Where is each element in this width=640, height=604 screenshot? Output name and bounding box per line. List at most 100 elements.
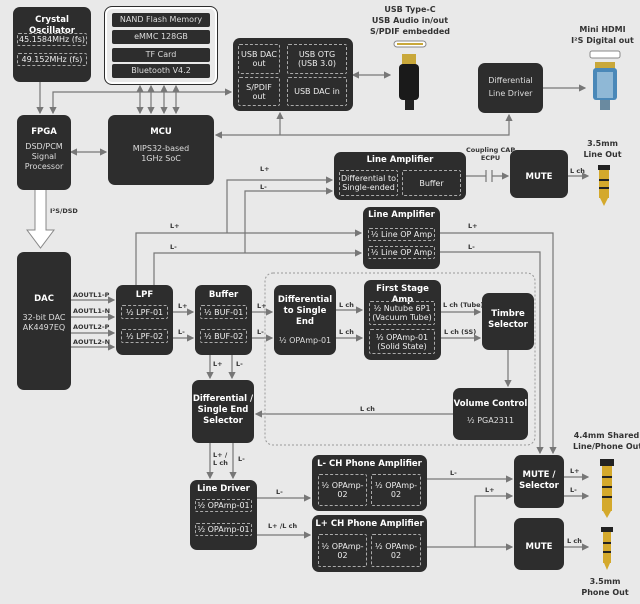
mute-phone-out: MUTE <box>514 518 564 570</box>
line-out-l2: Line Out <box>583 150 622 159</box>
usbc-label-2: USB Audio in/out <box>371 16 449 25</box>
sig-sel-lm: L- <box>238 455 245 463</box>
lminus-amp-title: L- CH Phone Amplifier <box>317 459 422 469</box>
l-plus-phone-amplifier: L+ CH Phone Amplifier ½ OPAmp-02 ½ OPAmp… <box>312 515 427 572</box>
line-amplifier-2: Line Amplifier ½ Line OP Amp ½ Line OP A… <box>363 207 440 269</box>
i2s-bus-arrow <box>26 190 55 249</box>
dld-l2: Line Driver <box>488 89 533 98</box>
volume-title: Volume Control <box>453 399 528 409</box>
coupling-l1: Coupling CAP <box>466 146 516 154</box>
solid-state-stage: ½ OPAmp-01 (Solid State) <box>369 329 435 354</box>
line-amp2-title: Line Amplifier <box>368 210 435 220</box>
lpf-02: ½ LPF-02 <box>121 329 168 343</box>
aoutl2-p-label: AOUTL2-P <box>73 323 110 331</box>
buffer-stage: Buffer <box>402 170 461 196</box>
diff-se-l1: Differential <box>277 295 333 305</box>
mute-top-title: MUTE <box>525 172 553 182</box>
buf-02: ½ BUF-02 <box>200 329 247 343</box>
line-out-label: 3.5mm Line Out <box>580 138 625 160</box>
lminus-opamp-a: ½ OPAmp-02 <box>318 474 367 506</box>
diff-se-l3: ½ OPAmp-01 <box>278 336 332 345</box>
hdmi-label-2: I²S Digital out <box>571 36 634 45</box>
dld-l1: Differential <box>488 76 533 85</box>
buf-01: ½ BUF-01 <box>200 305 247 319</box>
timbre-l2: Selector <box>488 320 528 330</box>
volume-l1: ½ PGA2311 <box>466 416 515 425</box>
usbc-label-1: USB Type-C <box>384 5 436 14</box>
sig-lp-3: L+ <box>468 222 478 230</box>
sig-sel-lp-lch: L+ / L ch <box>213 451 228 467</box>
freq-1: 45.1584MHz (fs) <box>17 33 87 46</box>
usb-interface-block: USB DAC out USB OTG (USB 3.0) S/PDIF out… <box>233 38 353 111</box>
dac-title: DAC <box>34 294 54 304</box>
line-amp-top-title: Line Amplifier <box>366 155 434 165</box>
lminus-opamp-b: ½ OPAmp-02 <box>371 474 421 506</box>
lplus-opamp-a: ½ OPAmp-02 <box>318 534 367 567</box>
dac-l1: 32-bit DAC <box>22 313 66 322</box>
mini-hdmi-connector-icon <box>589 50 621 110</box>
sig-lm-2: L- <box>170 243 177 251</box>
buffer-title: Buffer <box>208 290 239 300</box>
i2s-dsd-label: I²S/DSD <box>50 207 78 215</box>
usbc-label: USB Type-C USB Audio in/out S/PDIF embed… <box>365 4 455 37</box>
timbre-selector: Timbre Selector <box>482 293 534 350</box>
crystal-title: Crystal Oscillator <box>29 15 75 36</box>
mute-line-out: MUTE <box>510 150 568 198</box>
out35-l1: 3.5mm <box>589 577 621 586</box>
sig-lm-3: L- <box>468 243 475 251</box>
usb-c-connector-icon <box>393 40 427 110</box>
mcu: MCU MIPS32-based 1GHz SoC <box>108 115 214 185</box>
out-35-label: 3.5mm Phone Out <box>580 576 630 598</box>
timbre-l1: Timbre <box>491 309 525 319</box>
line-op-amp-2: ½ Line OP Amp <box>368 246 435 259</box>
sig-out-lp: L+ <box>570 467 580 475</box>
sig-lp-2: L+ <box>170 222 180 230</box>
analog-stage-region <box>264 272 536 446</box>
sig-dse-lch-1: L ch <box>339 301 354 309</box>
mute-selector: MUTE / Selector <box>514 455 564 508</box>
l-minus-phone-amplifier: L- CH Phone Amplifier ½ OPAmp-02 ½ OPAmp… <box>312 455 427 511</box>
sig-dse-lch-2: L ch <box>339 328 354 336</box>
nand-flash: NAND Flash Memory <box>112 13 210 27</box>
out44-l1: 4.4mm Shared <box>573 431 640 440</box>
lplus-amp-title: L+ CH Phone Amplifier <box>315 519 424 529</box>
aoutl1-n-label: AOUTL1-N <box>73 307 111 315</box>
line-driver-title: Line Driver <box>197 484 250 494</box>
mute-sel-l1: MUTE / <box>522 470 556 480</box>
lpf-01: ½ LPF-01 <box>121 305 168 319</box>
coupling-cap-label: Coupling CAP ECPU <box>466 146 515 162</box>
lplus-opamp-b: ½ OPAmp-02 <box>371 534 421 567</box>
lineout-lch-label: L ch <box>570 167 585 175</box>
sig-vol-lch: L ch <box>360 405 375 413</box>
nutube-stage: ½ Nutube 6P1 (Vacuum Tube) <box>369 301 435 325</box>
sig-lm-1: L- <box>260 183 267 191</box>
usb-otg: USB OTG (USB 3.0) <box>287 44 347 74</box>
dac: DAC 32-bit DAC AK4497EQ <box>17 252 71 390</box>
fpga-title: FPGA <box>31 127 57 137</box>
tf-card: TF Card <box>112 48 210 62</box>
line-amplifier-top: Line Amplifier Differential to Single-en… <box>334 152 466 200</box>
diff-to-single-ended: Differential to Single-ended <box>339 170 398 196</box>
line-driver-opamp-1: ½ OPAmp-01 <box>195 499 252 512</box>
sig-ld-lp-lch: L+ /L ch <box>268 522 298 530</box>
differential-single-end-selector: Differential / Single End Selector <box>192 380 254 443</box>
out35-l2: Phone Out <box>581 588 629 597</box>
mute-bottom-title: MUTE <box>525 542 553 552</box>
line-out-l1: 3.5mm <box>587 139 618 148</box>
volume-control: Volume Control ½ PGA2311 <box>453 388 528 440</box>
sig-bufsel-lp: L+ <box>213 360 223 368</box>
out44-l2: Line/Phone Out <box>573 442 640 451</box>
freq-2: 49.152MHz (fs) <box>17 53 87 66</box>
lpf-title: LPF <box>135 290 154 300</box>
diff-sel-l2: Single End <box>197 405 249 415</box>
bluetooth: Bluetooth V4.2 <box>112 64 210 78</box>
spdif-out: S/PDIF out <box>238 77 280 106</box>
usbc-label-3: S/PDIF embedded <box>370 27 450 36</box>
sig-ss: L ch (SS) <box>444 328 477 336</box>
jack-3-5mm-icon <box>601 527 613 570</box>
diff-sel-l3: Selector <box>203 416 243 426</box>
line-out-jack-icon <box>598 165 610 206</box>
sig-out-lm: L- <box>570 486 577 494</box>
first-stage-title: First Stage Amp <box>376 284 429 305</box>
